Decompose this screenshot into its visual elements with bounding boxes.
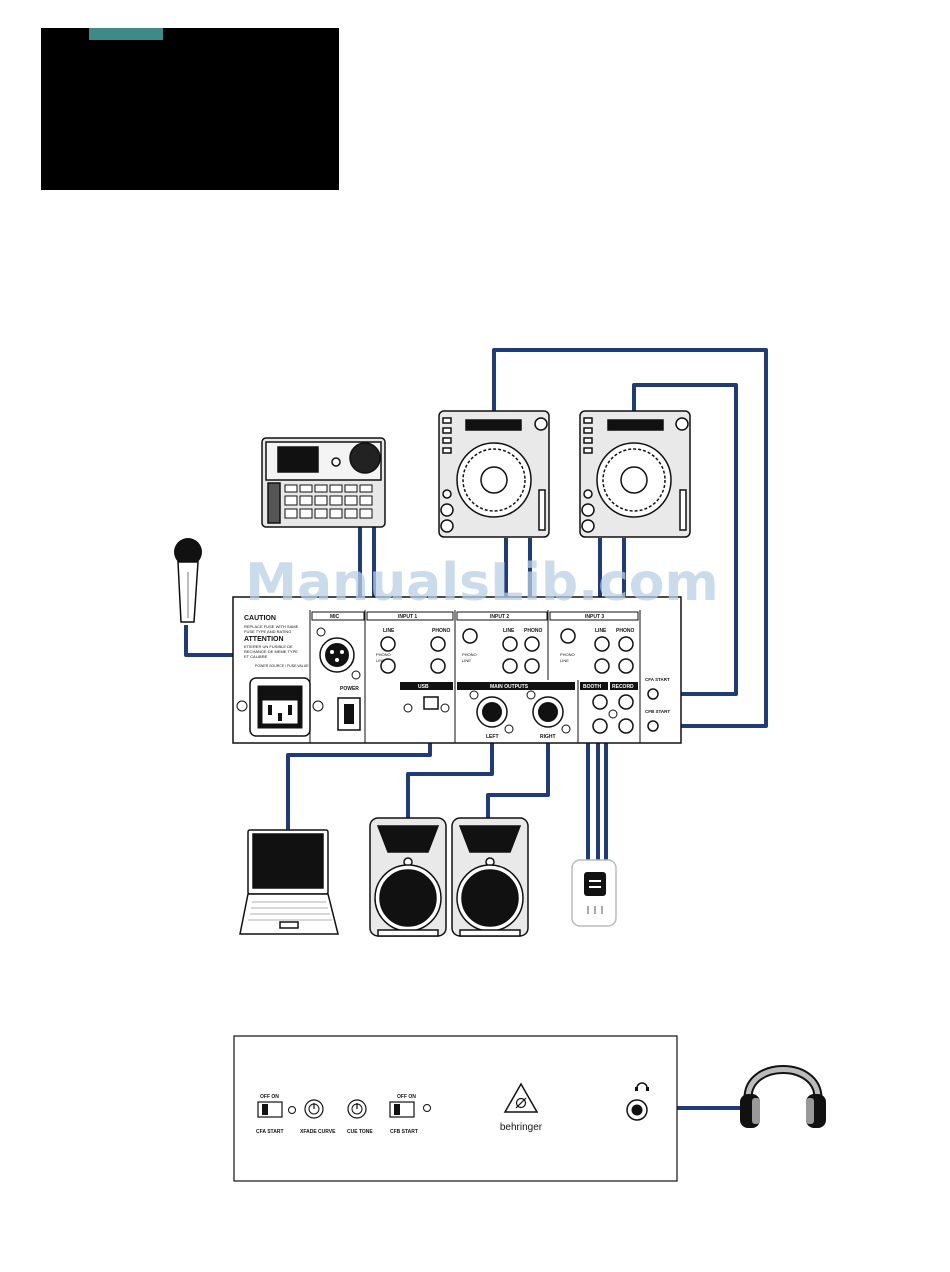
power-label: POWER	[340, 686, 359, 692]
cfb-start-switch[interactable]	[389, 1101, 415, 1118]
recorder-icon	[571, 859, 617, 927]
cfa-start-jack[interactable]	[647, 688, 659, 700]
cfa-start-front-label: CFA START	[256, 1129, 284, 1135]
usb-port[interactable]	[423, 696, 439, 710]
input1-line-label: LINE	[383, 628, 395, 634]
input1-left-jack[interactable]	[430, 658, 446, 674]
left-label: LEFT	[486, 734, 499, 740]
cable-cd2-control	[632, 383, 738, 706]
mic-label: MIC	[330, 614, 340, 620]
right-label: RIGHT	[540, 734, 556, 740]
watermark: ManualsLib.com	[245, 553, 718, 613]
caution-text-1: REPLACE FUSE WITH SAME	[244, 624, 299, 629]
cable-record-3	[604, 724, 624, 860]
header-tab	[89, 28, 163, 40]
cfa-start-label: CFA START	[645, 677, 670, 682]
attention-text-2: RECHANGE DE MEME TYPE	[244, 649, 298, 654]
mixer-front-panel: OFF ON CFA START XFADE CURVE CUE TONE OF…	[233, 1035, 678, 1182]
input3-line-label: LINE	[595, 628, 607, 634]
input2-line-label: LINE	[503, 628, 515, 634]
behringer-logo: behringer	[500, 1082, 543, 1133]
xfade-curve-label: XFADE CURVE	[300, 1129, 336, 1135]
laptop-icon	[239, 829, 339, 935]
main-outputs-label: MAIN OUTPUTS	[490, 684, 529, 690]
input2-phono-label: PHONO	[524, 628, 542, 634]
attention-title: ATTENTION	[244, 636, 284, 643]
cfa-start-switch[interactable]	[257, 1101, 283, 1118]
input3-line-switch-label: LINE	[560, 658, 569, 663]
off-on-label-1: OFF ON	[260, 1094, 279, 1100]
headphones-icon-small	[635, 1082, 649, 1091]
speaker-icon-right	[451, 817, 529, 937]
drum-machine-icon	[261, 437, 386, 528]
caution-text-2: FUSE TYPE AND RATING	[244, 629, 291, 634]
off-on-label-2: OFF ON	[397, 1094, 416, 1100]
input1-phono-label: PHONO	[432, 628, 450, 634]
cfb-start-front-label: CFB START	[390, 1129, 418, 1135]
brand-name: behringer	[500, 1122, 543, 1133]
attention-text-3: ET CALIBRE	[244, 654, 268, 659]
input2-label: INPUT 2	[490, 614, 509, 620]
input1-line-switch-label: LINE	[376, 658, 385, 663]
booth-label: BOOTH	[583, 684, 601, 690]
input2-phono-switch-label: PHONO	[462, 652, 477, 657]
booth-right-jack[interactable]	[592, 694, 608, 710]
power-switch-rocker	[344, 704, 354, 724]
input3-phono-switch-label: PHONO	[560, 652, 575, 657]
power-inlet	[236, 677, 324, 737]
cue-tone-label: CUE TONE	[347, 1129, 373, 1135]
input1-label: INPUT 1	[398, 614, 417, 620]
input3-phono-label: PHONO	[616, 628, 634, 634]
record-left-jack[interactable]	[618, 718, 634, 734]
input2-line-switch-label: LINE	[462, 658, 471, 663]
power-source-label: POWER SOURCE / FUSE VALUE	[255, 664, 309, 668]
input1-right-jack[interactable]	[430, 636, 446, 652]
microphone-icon	[174, 538, 202, 623]
cable-cd1-control	[492, 348, 768, 738]
input1-phono-switch-label: PHONO	[376, 652, 391, 657]
input2-ground[interactable]	[462, 628, 478, 644]
caution-title: CAUTION	[244, 615, 276, 622]
record-right-jack[interactable]	[618, 694, 634, 710]
input2-left-jack[interactable]	[524, 658, 540, 674]
cfb-start-label: CFB START	[645, 709, 670, 714]
record-label: RECORD	[612, 684, 634, 690]
input3-label: INPUT 3	[585, 614, 604, 620]
input2-right-jack[interactable]	[524, 636, 540, 652]
header-block	[41, 28, 339, 190]
input3-left-jack[interactable]	[618, 658, 634, 674]
attention-text-1: ETIERER UN FUSIBLE DE	[244, 644, 293, 649]
headphones-icon	[740, 1065, 826, 1128]
mixer-rear-panel: CAUTION REPLACE FUSE WITH SAME FUSE TYPE…	[232, 596, 682, 744]
cd-player-icon-2	[579, 410, 691, 538]
cd-player-icon-1	[438, 410, 550, 538]
cfb-start-jack[interactable]	[647, 720, 659, 732]
speaker-icon-left	[369, 817, 447, 937]
usb-label: USB	[418, 684, 429, 690]
input3-ground[interactable]	[560, 628, 576, 644]
booth-left-jack[interactable]	[592, 718, 608, 734]
input3-right-jack[interactable]	[618, 636, 634, 652]
